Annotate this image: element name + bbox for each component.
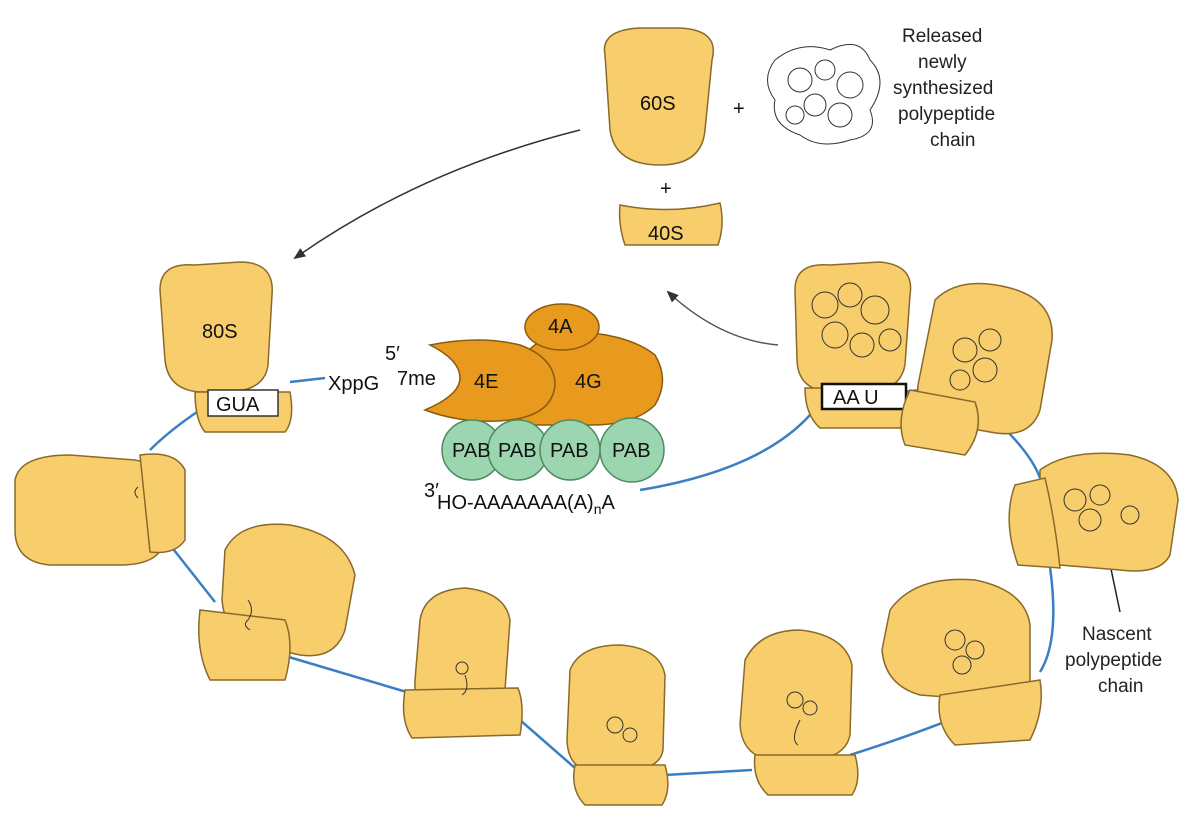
released-label-line4: polypeptide (898, 104, 995, 125)
nascent-label-line3: chain (1098, 676, 1143, 697)
tail-text: HO-AAAAAAA(A) (437, 492, 594, 514)
released-label-line3: synthesized (893, 78, 993, 99)
plus-sign-1: + (733, 98, 745, 120)
stop-codon-text: AA U (833, 387, 879, 409)
stop-codon-box (820, 382, 908, 411)
termination-arrow (666, 290, 779, 346)
nascent-label-line1: Nascent (1082, 624, 1152, 645)
released-label-line2: newly (918, 52, 967, 73)
polysome-ribosome-7 (198, 523, 356, 681)
polysome-ribosome-2 (1008, 452, 1179, 572)
tail-end: A (602, 492, 616, 514)
cap-7me: 7me (397, 368, 436, 390)
released-label-line5: chain (930, 130, 975, 151)
polysome-ribosome-8 (14, 453, 186, 566)
tail-label: HO-AAAAAAA(A)nA (437, 492, 616, 517)
start-codon-text: GUA (216, 394, 260, 416)
polysome-ribosome-4 (739, 629, 859, 796)
pab-label-1: PAB (452, 440, 491, 462)
recycle-arrow-to-80s (293, 129, 581, 260)
pab-4 (599, 417, 665, 483)
released-polypeptide-tangle (767, 43, 881, 145)
cap-5-prime: 5′ (385, 343, 400, 365)
pab-label-3: PAB (550, 440, 589, 462)
label-4a: 4A (548, 316, 573, 338)
cap-xppg: XppG (328, 373, 379, 395)
plus-sign-2: + (660, 178, 672, 200)
pab-label-2: PAB (498, 440, 537, 462)
label-60s: 60S (640, 93, 676, 115)
nascent-label-line2: polypeptide (1065, 650, 1162, 671)
polysome-ribosome-1 (900, 282, 1053, 456)
label-4g: 4G (575, 371, 602, 393)
start-codon-box (207, 389, 279, 417)
polysome-ribosome-6 (402, 587, 523, 739)
subunit-60s (603, 27, 714, 166)
tail-subscript: n (594, 501, 602, 517)
label-4e: 4E (474, 371, 498, 393)
tail-3-prime: 3′ (424, 480, 439, 502)
factor-4a (524, 303, 600, 351)
polysome-ribosome-5 (566, 644, 669, 806)
released-label-line1: Released (902, 26, 982, 47)
pab-label-4: PAB (612, 440, 651, 462)
label-40s: 40S (648, 223, 684, 245)
label-80s: 80S (202, 321, 238, 343)
subunit-40s (618, 202, 723, 246)
factor-4e (422, 339, 556, 422)
polysome-ribosome-3 (881, 578, 1042, 746)
